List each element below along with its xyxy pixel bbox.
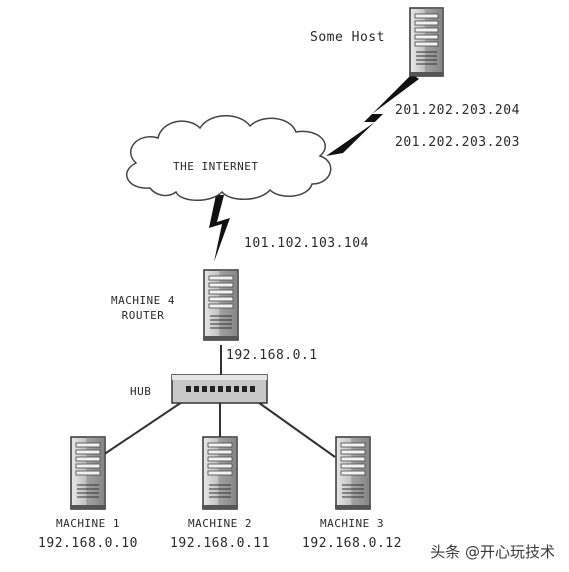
machine3-name: MACHINE 3 [319, 517, 385, 530]
router-label-line2: ROUTER [121, 309, 165, 322]
machine3-ip: 192.168.0.12 [302, 536, 402, 551]
router-ip-external: 101.102.103.104 [244, 236, 369, 251]
host-label: Some Host [310, 30, 385, 45]
lightning-host-link [326, 74, 419, 156]
machine1-name: MACHINE 1 [55, 517, 121, 530]
machine2-ip: 192.168.0.11 [170, 536, 270, 551]
hub-to-machine3-line [254, 399, 336, 458]
hub-label: HUB [130, 385, 152, 398]
host-tower [409, 7, 444, 77]
machine1-tower [70, 436, 106, 510]
host-ip-1: 201.202.203.204 [395, 103, 520, 118]
internet-cloud [125, 115, 332, 201]
internet-label: THE INTERNET [173, 160, 259, 173]
machine2-tower [202, 436, 238, 510]
machine1-ip: 192.168.0.10 [38, 536, 138, 551]
machine2-name: MACHINE 2 [187, 517, 253, 530]
router-tower [203, 269, 239, 341]
machine3-tower [335, 436, 371, 510]
host-ip-2: 201.202.203.203 [395, 135, 520, 150]
watermark: 头条 @开心玩技术 [430, 543, 555, 561]
hub-to-machine1-line [99, 399, 186, 458]
hub-device [171, 374, 268, 404]
router-label-line1: MACHINE 4 [110, 294, 176, 307]
lightning-router-link [209, 195, 230, 262]
router-ip-internal: 192.168.0.1 [226, 348, 318, 363]
